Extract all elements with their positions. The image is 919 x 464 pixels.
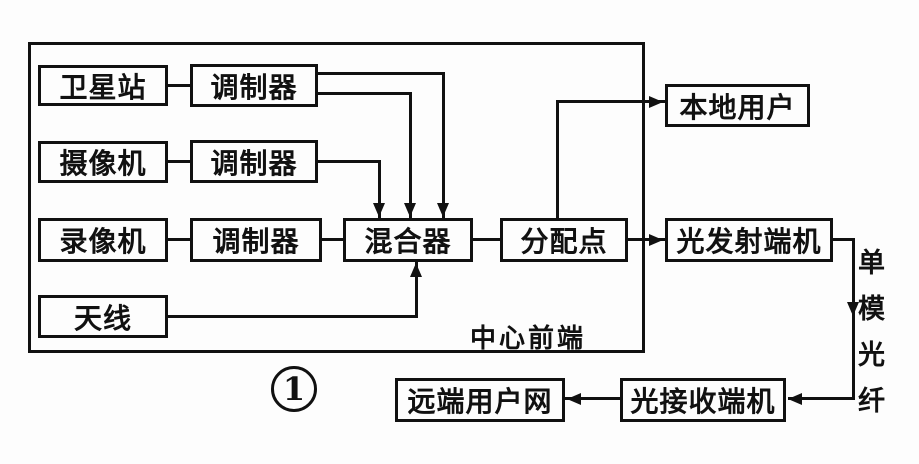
arrowhead-modulator1-upper-into-mixer xyxy=(437,203,449,217)
connector-distribution-to-transmitter xyxy=(628,238,665,241)
node-distribution-point: 分配点 xyxy=(500,218,628,262)
node-camera: 摄像机 xyxy=(38,141,168,183)
arrowhead-into-optical-transmitter xyxy=(649,234,663,246)
node-local-users: 本地用户 xyxy=(665,84,810,127)
node-modulator-3: 调制器 xyxy=(190,218,322,262)
node-antenna: 天线 xyxy=(38,295,168,338)
connector-receiver-to-remote xyxy=(565,397,620,400)
node-remote-user-network: 远端用户网 xyxy=(395,378,565,422)
connector-antenna-h xyxy=(168,315,418,318)
connector-distribution-to-localusers-h xyxy=(556,100,665,103)
connector-fiber-bottom-h xyxy=(788,397,855,400)
arrowhead-antenna-into-mixer xyxy=(410,263,422,277)
connector-antenna-v xyxy=(415,262,418,318)
fiber-label-char-3: 光 xyxy=(858,340,885,370)
node-modulator-2: 调制器 xyxy=(190,140,318,183)
connector-satellite-to-modulator1 xyxy=(168,84,190,87)
connector-fiber-v xyxy=(852,238,855,400)
arrowhead-modulator1-lower-into-mixer xyxy=(404,203,416,217)
arrowhead-modulator2-into-mixer xyxy=(373,203,385,217)
node-optical-transmitter: 光发射端机 xyxy=(665,218,833,262)
connector-modulator1-out-lower-h xyxy=(318,92,412,95)
connector-modulator2-out-v xyxy=(378,160,381,218)
connector-modulator3-to-mixer xyxy=(322,238,343,241)
arrowhead-into-local-users xyxy=(649,96,663,108)
fiber-label-char-1: 单 xyxy=(858,248,885,278)
figure-number-badge: 1 xyxy=(271,366,317,412)
arrowhead-into-optical-receiver xyxy=(788,393,802,405)
node-mixer: 混合器 xyxy=(343,218,473,262)
connector-modulator2-out-h xyxy=(318,160,381,163)
connector-distribution-to-localusers-v xyxy=(556,100,559,218)
fiber-label-char-2: 模 xyxy=(858,294,885,324)
node-optical-receiver: 光接收端机 xyxy=(620,378,786,422)
connector-vcr-to-modulator3 xyxy=(168,238,190,241)
connector-mixer-to-distribution xyxy=(473,238,500,241)
connector-modulator1-out-lower-v xyxy=(409,92,412,218)
headend-label: 中心前端 xyxy=(470,323,587,353)
fiber-label: 单 模 光 纤 xyxy=(858,241,885,418)
connector-modulator1-out-upper-v xyxy=(442,72,445,218)
arrowhead-into-remote-user-network xyxy=(567,393,581,405)
connector-fiber-top-h xyxy=(833,238,855,241)
connector-modulator1-out-upper-h xyxy=(318,72,445,75)
fiber-label-char-4: 纤 xyxy=(858,386,885,416)
headend-group-box xyxy=(28,42,645,353)
arrowhead-fiber-down xyxy=(847,302,859,316)
node-modulator-1: 调制器 xyxy=(190,64,318,107)
node-satellite-station: 卫星站 xyxy=(38,65,168,106)
node-vcr: 录像机 xyxy=(38,218,168,262)
connector-camera-to-modulator2 xyxy=(168,160,190,163)
